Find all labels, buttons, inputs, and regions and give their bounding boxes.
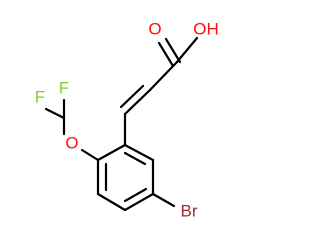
atom-label-bromine: Br <box>181 202 198 221</box>
bond-c-o-double-b <box>157 41 175 68</box>
benzene-ring-bonds <box>96 143 155 212</box>
structure-canvas: O OH O F F Br <box>35 20 219 221</box>
ring-bond-3 <box>96 192 127 212</box>
bond-c-oh <box>175 36 199 64</box>
ring-bond-6 <box>123 143 155 162</box>
carboxyl-bonds <box>157 36 199 68</box>
atom-label-fluorine-bottom: F <box>59 79 69 98</box>
molecule-diagram: O OH O F F Br <box>35 20 219 221</box>
ring-bond-6-inner <box>123 151 147 166</box>
substituent-bonds <box>44 98 176 208</box>
atom-label-carbonyl-oxygen: O <box>148 20 161 39</box>
ring-bond-1 <box>96 143 127 162</box>
bond-vinyl-double-b <box>119 84 145 109</box>
ring-bond-4 <box>123 192 155 212</box>
atom-label-hydroxyl: OH <box>193 20 219 39</box>
bond-ring-bromine <box>151 192 176 208</box>
bond-c-o-double-a <box>164 37 182 64</box>
atom-label-ether-oxygen: O <box>65 134 78 153</box>
bond-ring-ether-o <box>80 148 100 162</box>
bond-carboxyl-vinyl <box>148 60 179 92</box>
bond-chf2-f-top <box>44 107 66 120</box>
bond-vinyl-double-a <box>123 88 152 116</box>
ring-bond-4-inner <box>123 187 148 203</box>
alkene-bonds <box>119 60 179 147</box>
atom-labels: O OH O F F Br <box>35 20 219 221</box>
atom-label-fluorine-top: F <box>35 88 45 107</box>
